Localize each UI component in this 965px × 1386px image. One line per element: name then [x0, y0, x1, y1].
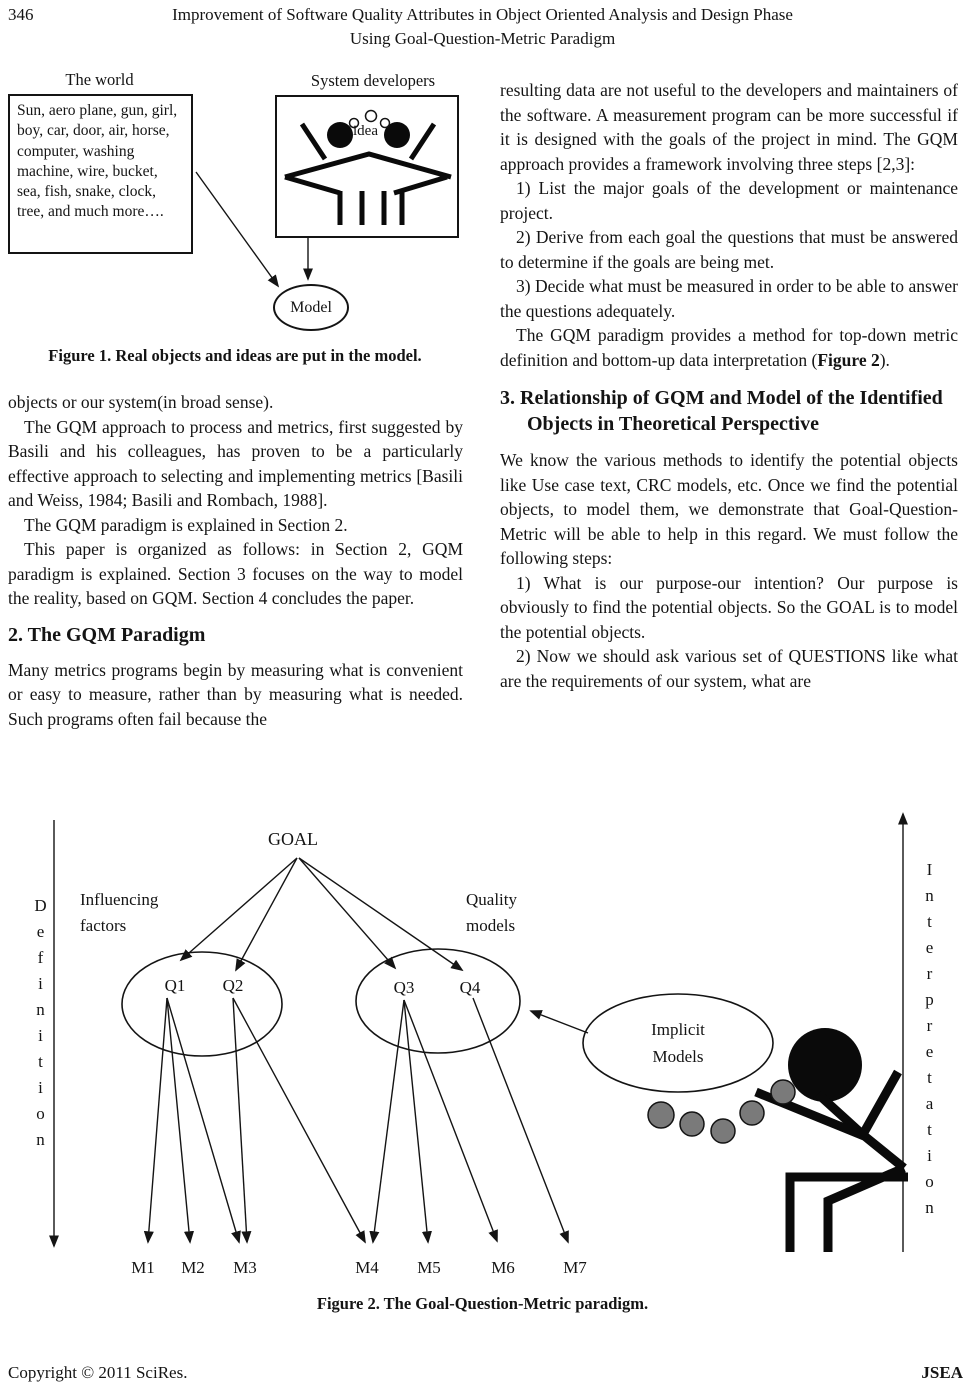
implicit-models-ellipse	[582, 993, 774, 1093]
paragraph: 1) What is our purpose-our intention? Ou…	[500, 572, 958, 642]
model-label: Model	[290, 299, 332, 316]
left-column: objects or our system(in broad sense). T…	[8, 390, 463, 731]
figure1-world-text: Sun, aero plane, gun, girl, boy, car, do…	[17, 102, 178, 221]
metric-label-m7: M7	[563, 1258, 587, 1277]
developers-stick-figures-icon	[284, 109, 452, 225]
question-label-q3: Q3	[393, 978, 415, 997]
paragraph: 1) List the major goals of the developme…	[500, 178, 958, 223]
paragraph: The GQM paradigm is explained in Section…	[24, 514, 348, 535]
metric-label-m5: M5	[417, 1258, 441, 1277]
influencing-factors-label: Influencing factors	[80, 890, 159, 935]
paper-title-line2: Using Goal-Question-Metric Paradigm	[349, 29, 616, 48]
paragraph: The GQM approach to process and metrics,…	[8, 416, 463, 511]
goal-arrows	[179, 857, 464, 972]
definition-axis-label: Definition	[31, 896, 50, 1156]
figure1-developers-box: idea	[275, 95, 459, 238]
question-label-q4: Q4	[459, 978, 481, 997]
paragraph-text: The GQM paradigm provides a method for t…	[500, 325, 958, 370]
bold-figure-reference: Figure 2	[817, 349, 880, 370]
figure1-arrows	[195, 171, 314, 288]
paragraph: The GQM paradigm provides a method for t…	[500, 323, 958, 372]
section2-heading: 2. The GQM Paradigm	[8, 623, 206, 646]
figure1-caption: Figure 1. Real objects and ideas are put…	[48, 346, 422, 365]
idea-label: idea	[353, 123, 378, 139]
figure1-world-label: The world	[65, 70, 134, 89]
question-metric-arrows	[143, 997, 569, 1244]
page-number: 346	[8, 5, 34, 24]
figure2-caption: Figure 2. The Goal-Question-Metric parad…	[316, 1294, 649, 1313]
quality-models-label: Quality models	[466, 890, 517, 935]
paragraph: We know the various methods to identify …	[500, 450, 958, 568]
metric-label-m6: M6	[491, 1258, 515, 1277]
question-label-q2: Q2	[222, 976, 244, 995]
figure1-developers-label: System developers	[310, 71, 436, 90]
footer-journal: JSEA	[921, 1363, 963, 1382]
metric-label-m1: M1	[131, 1258, 155, 1277]
metric-label-m4: M4	[355, 1258, 379, 1277]
right-column: resulting data are not useful to the dev…	[500, 78, 958, 693]
paragraph: 2) Now we should ask various set of QUES…	[500, 646, 958, 691]
influencing-factors-ellipse	[121, 951, 283, 1057]
question-label-q1: Q1	[164, 976, 186, 995]
paper-title-line1: Improvement of Software Quality Attribut…	[172, 5, 793, 24]
figure2: GOAL Influencing factors Quality models …	[0, 800, 965, 1292]
section3-heading: 3. Relationship of GQM and Model of the …	[500, 387, 943, 435]
thought-bubbles	[647, 1079, 796, 1144]
quality-models-ellipse	[355, 948, 521, 1054]
metric-label-m2: M2	[181, 1258, 205, 1277]
footer-copyright: Copyright © 2011 SciRes.	[8, 1363, 188, 1382]
paragraph: resulting data are not useful to the dev…	[500, 80, 958, 174]
thinking-person-figure	[754, 1028, 908, 1252]
implicit-to-quality-arrow	[529, 1010, 589, 1034]
paragraph: 2) Derive from each goal the questions t…	[500, 227, 958, 272]
paragraph: 3) Decide what must be measured in order…	[500, 276, 958, 321]
figure1-world-box: Sun, aero plane, gun, girl, boy, car, do…	[8, 94, 193, 254]
implicit-models-label: Implicit Models	[651, 1020, 705, 1066]
paragraph: objects or our system(in broad sense).	[8, 392, 274, 412]
figure1: The world System developers Sun, aero pl…	[0, 68, 470, 372]
interpretation-axis-label: Interpretation	[920, 860, 939, 1224]
metric-label-m3: M3	[233, 1258, 257, 1277]
goal-label: GOAL	[268, 829, 318, 849]
paragraph: Many metrics programs begin by measuring…	[8, 659, 463, 729]
figure1-model-ellipse: Model	[273, 284, 349, 331]
paragraph: This paper is organized as follows: in S…	[8, 539, 463, 608]
paragraph-text: ).	[879, 349, 890, 370]
figure2-diagram	[48, 812, 909, 1252]
